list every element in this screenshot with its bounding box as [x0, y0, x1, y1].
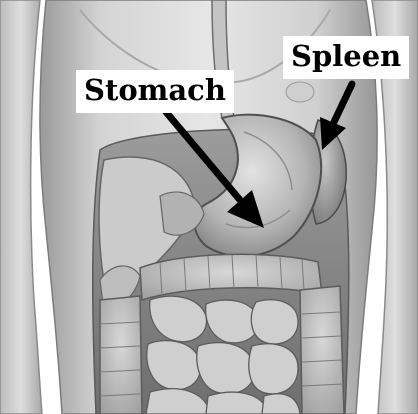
small-intestine — [146, 296, 300, 414]
left-arm — [0, 0, 42, 414]
nipple-mark — [286, 82, 314, 102]
stomach-label: Stomach — [76, 70, 234, 113]
ascending-colon — [100, 296, 142, 414]
spleen-label: Spleen — [283, 36, 409, 79]
descending-colon — [300, 286, 344, 414]
